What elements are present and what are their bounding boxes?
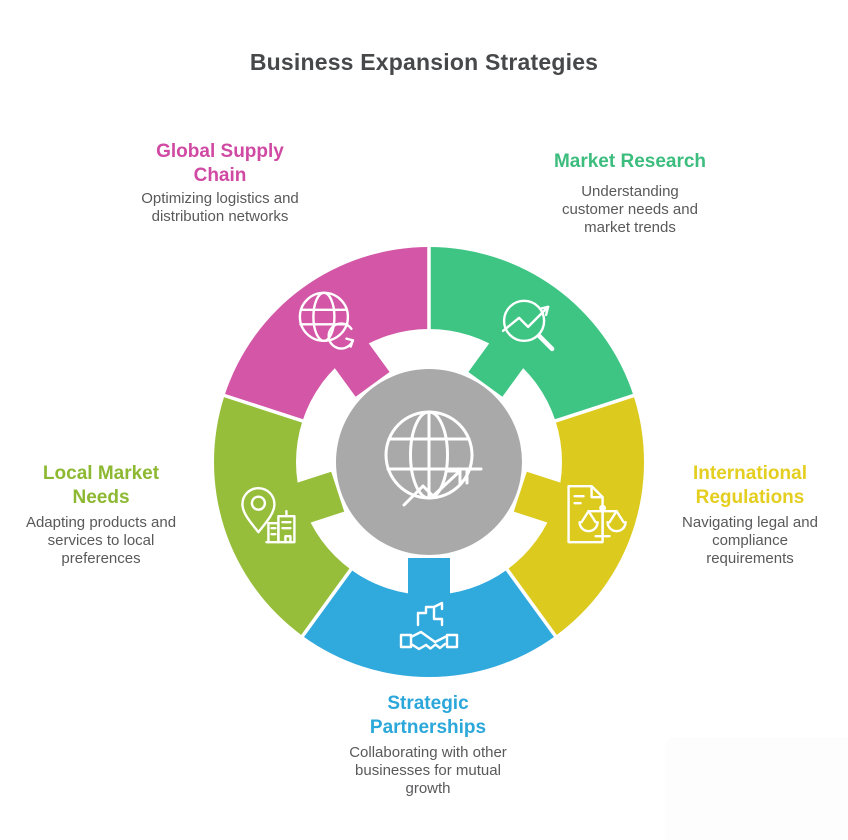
segment-title-market-research: Market Research — [553, 151, 707, 172]
segment-global-supply-chain — [224, 247, 429, 421]
watermark-region — [665, 737, 848, 840]
segment-tab-local-market-needs — [287, 471, 345, 526]
segment-title-international-regulations: International Regulations — [692, 463, 807, 508]
segment-gap — [298, 558, 360, 642]
map-pin-building-icon — [241, 486, 296, 544]
segment-strategic-partnerships — [302, 569, 556, 677]
segment-gap — [219, 392, 316, 427]
segment-title-local-market-needs: Local Market Needs — [42, 463, 160, 508]
segment-label-strategic-partnerships: Strategic Partnerships Collaborating wit… — [328, 692, 528, 798]
expansion-cycle-diagram — [213, 242, 645, 677]
segment-description-market-research: Understanding customer needs and market … — [562, 183, 698, 236]
magnifier-trend-icon — [501, 299, 555, 352]
segment-description-international-regulations: Navigating legal and compliance requirem… — [682, 514, 818, 567]
page-title: Business Expansion Strategies — [249, 49, 599, 75]
segment-gap — [498, 558, 560, 642]
segment-label-market-research: Market Research Understanding customer n… — [530, 150, 730, 237]
document-scales-icon — [567, 484, 627, 544]
segment-label-global-supply-chain: Global Supply Chain Optimizing logistics… — [120, 140, 320, 226]
segment-tab-international-regulations — [513, 471, 571, 526]
segment-gap — [542, 392, 639, 427]
segment-tab-global-supply-chain — [328, 334, 390, 397]
segment-description-global-supply-chain: Optimizing logistics and distribution ne… — [141, 190, 299, 225]
globe-growth-icon — [384, 410, 483, 507]
segment-title-strategic-partnerships: Strategic Partnerships — [369, 693, 487, 738]
segment-tab-market-research — [468, 334, 530, 397]
segment-international-regulations — [507, 395, 645, 636]
segment-description-local-market-needs: Adapting products and services to local … — [25, 514, 177, 567]
handshake-building-icon — [399, 601, 459, 651]
segment-description-strategic-partnerships: Collaborating with other businesses for … — [349, 744, 507, 797]
segment-label-local-market-needs: Local Market Needs Adapting products and… — [0, 462, 202, 568]
globe-refresh-icon — [298, 291, 355, 350]
segment-title-global-supply-chain: Global Supply Chain — [156, 141, 284, 186]
segment-label-international-regulations: International Regulations Navigating leg… — [660, 462, 840, 568]
segment-tab-strategic-partnerships — [408, 558, 450, 604]
segment-market-research — [429, 247, 634, 421]
